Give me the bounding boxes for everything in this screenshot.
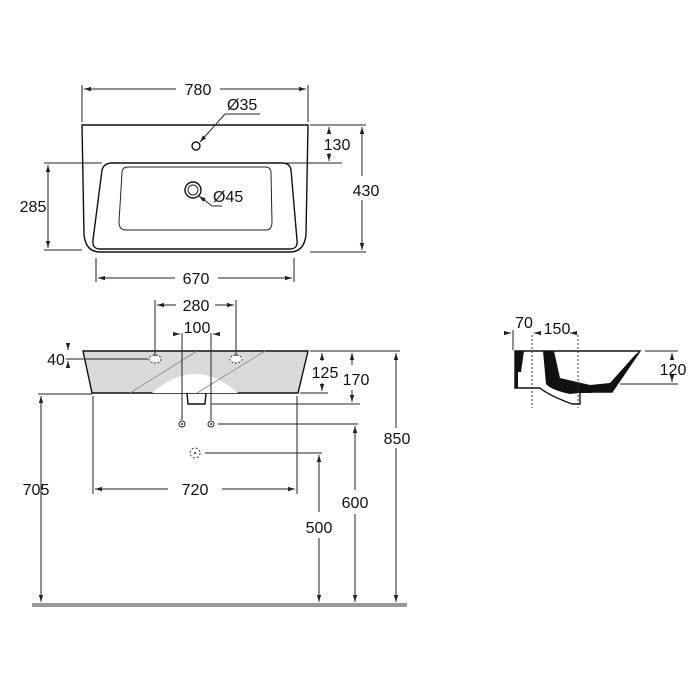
- dim-285: 285: [20, 199, 47, 216]
- waste-point: [189, 447, 201, 459]
- dim-150: 150: [544, 321, 571, 338]
- tap-hole-left: [148, 354, 162, 364]
- dim-280: 280: [183, 298, 210, 315]
- dim-430: 430: [353, 183, 380, 200]
- dim-720: 720: [182, 482, 209, 499]
- side-view: 70 150 120: [504, 315, 687, 408]
- dim-70: 70: [515, 315, 533, 332]
- dim-850: 850: [384, 431, 411, 448]
- dim-40: 40: [47, 352, 65, 369]
- dim-tap-hole: Ø35: [227, 97, 257, 114]
- bowl-rim: [92, 162, 298, 250]
- tap-hole: [191, 141, 201, 151]
- drain-outer: [184, 181, 202, 199]
- dim-170: 170: [343, 372, 370, 389]
- dim-130: 130: [324, 137, 351, 154]
- drain-stub: [186, 392, 207, 405]
- dim-705: 705: [23, 482, 50, 499]
- basin-front: [82, 350, 309, 394]
- dim-100: 100: [184, 320, 211, 337]
- dim-670: 670: [183, 271, 210, 288]
- dim-120: 120: [660, 362, 687, 379]
- side-section: [543, 351, 640, 394]
- dim-600: 600: [342, 495, 369, 512]
- dim-500: 500: [306, 520, 333, 537]
- front-view: 280 100 40 125 170 850 705 720 600 500: [23, 298, 411, 607]
- dim-125: 125: [312, 365, 339, 382]
- dim-drain: Ø45: [213, 189, 243, 206]
- tap-hole-right: [229, 354, 243, 364]
- bowl-inner: [118, 166, 273, 231]
- top-view: 780 Ø35 Ø45 285 670 130 430: [20, 82, 380, 288]
- floor: [32, 603, 407, 607]
- bowl-cutout: [152, 374, 238, 393]
- dim-780: 780: [185, 82, 212, 99]
- basin-outline-top: [81, 124, 309, 253]
- drain-inner: [187, 184, 199, 196]
